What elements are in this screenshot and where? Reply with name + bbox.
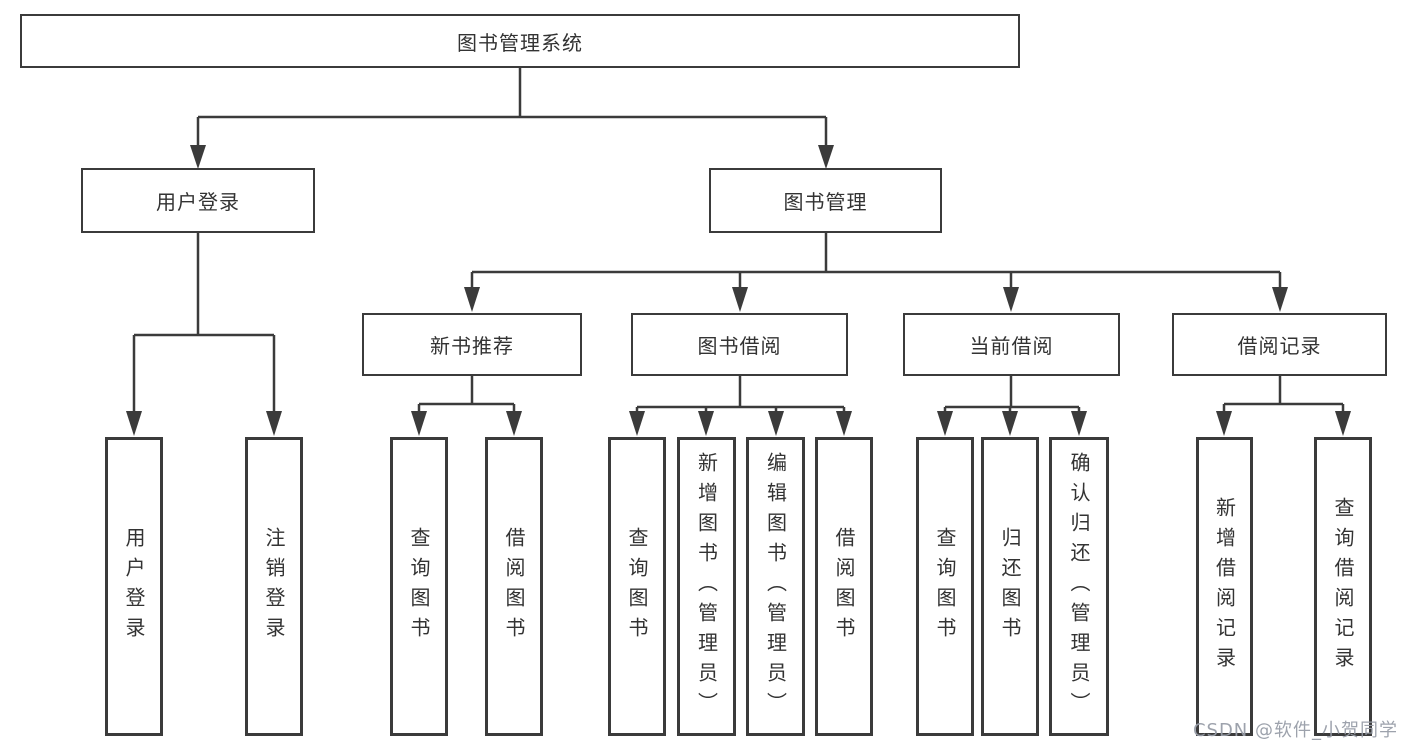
leaf-edit-books-admin-label: 编辑图书（管理员） <box>763 451 788 722</box>
node-book-borrowing-label: 图书借阅 <box>697 334 782 358</box>
leaf-borrow-books-recommend-label: 借阅图书 <box>502 526 526 647</box>
leaf-add-borrow-record-label: 新增借阅记录 <box>1212 496 1237 677</box>
leaf-query-books-recommend: 查询图书 <box>390 437 448 736</box>
node-book-borrowing: 图书借阅 <box>631 313 848 376</box>
leaf-borrow-books-label: 借阅图书 <box>832 526 856 647</box>
leaf-borrow-books-recommend: 借阅图书 <box>485 437 543 736</box>
leaf-user-login-label: 用户登录 <box>122 526 146 647</box>
leaf-query-books-borrowing: 查询图书 <box>608 437 666 736</box>
node-user-login-label: 用户登录 <box>156 190 240 214</box>
leaf-borrow-books: 借阅图书 <box>815 437 873 736</box>
leaf-logout-login: 注销登录 <box>245 437 303 736</box>
leaf-query-books-current-label: 查询图书 <box>933 526 957 647</box>
leaf-query-books-borrowing-label: 查询图书 <box>625 526 649 647</box>
leaf-confirm-return-admin-label: 确认归还（管理员） <box>1067 451 1091 722</box>
leaf-logout-login-label: 注销登录 <box>262 526 286 647</box>
leaf-add-borrow-record: 新增借阅记录 <box>1196 437 1253 736</box>
node-library-system: 图书管理系统 <box>20 14 1020 68</box>
leaf-return-books-label: 归还图书 <box>998 526 1022 647</box>
node-book-management: 图书管理 <box>709 168 942 233</box>
node-new-book-recommend-label: 新书推荐 <box>430 334 514 358</box>
leaf-query-borrow-record-label: 查询借阅记录 <box>1331 496 1355 677</box>
node-library-system-label: 图书管理系统 <box>457 30 583 55</box>
node-new-book-recommend: 新书推荐 <box>362 313 582 376</box>
leaf-add-books-admin: 新增图书（管理员） <box>677 437 736 736</box>
leaf-edit-books-admin: 编辑图书（管理员） <box>746 437 805 736</box>
node-borrowing-records-label: 借阅记录 <box>1237 334 1322 358</box>
node-book-management-label: 图书管理 <box>783 190 868 214</box>
node-current-borrowing: 当前借阅 <box>903 313 1120 376</box>
leaf-add-books-admin-label: 新增图书（管理员） <box>694 451 719 722</box>
node-current-borrowing-label: 当前借阅 <box>969 334 1054 358</box>
node-user-login: 用户登录 <box>81 168 315 233</box>
leaf-user-login: 用户登录 <box>105 437 163 736</box>
node-borrowing-records: 借阅记录 <box>1172 313 1387 376</box>
leaf-query-borrow-record: 查询借阅记录 <box>1314 437 1372 736</box>
leaf-return-books: 归还图书 <box>981 437 1039 736</box>
leaf-confirm-return-admin: 确认归还（管理员） <box>1049 437 1109 736</box>
leaf-query-books-recommend-label: 查询图书 <box>407 526 431 647</box>
leaf-query-books-current: 查询图书 <box>916 437 974 736</box>
